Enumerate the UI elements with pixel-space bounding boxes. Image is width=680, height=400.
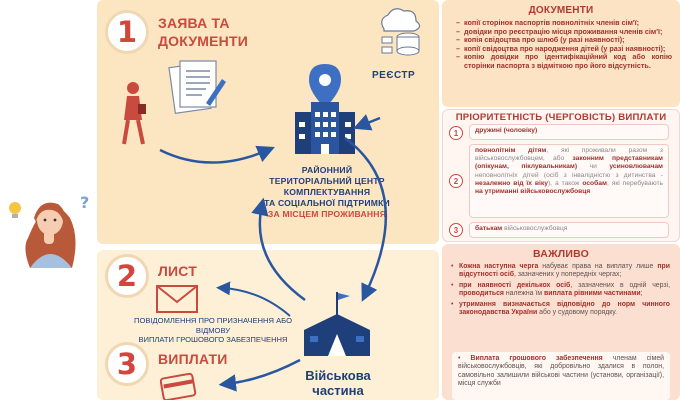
document-icon xyxy=(168,60,226,114)
priority-1-badge: 1 xyxy=(449,126,463,140)
documents-title: ДОКУМЕНТИ xyxy=(528,5,594,16)
tcc-label: РАЙОННИЙ ТЕРИТОРІАЛЬНИЙ ЦЕНТР КОМПЛЕКТУВ… xyxy=(252,165,402,220)
card-icon xyxy=(160,372,197,400)
important-title: ВАЖЛИВО xyxy=(533,248,589,260)
priority-3-box: батькам військовослужбовця xyxy=(469,222,669,238)
priority-1-box: дружині (чоловіку) xyxy=(469,124,669,140)
list-item: копія свідоцтва про шлюб (у разі наявнос… xyxy=(456,36,672,45)
priority-panel: ПРІОРИТЕТНІСТЬ (ЧЕРГОВІСТЬ) ВИПЛАТИ 1 др… xyxy=(442,109,680,242)
step-3-badge: 3 xyxy=(105,342,149,386)
important-note-box: • Виплата грошового забезпечення членам … xyxy=(452,352,670,400)
building-icon xyxy=(295,64,355,154)
database-icon xyxy=(381,8,421,56)
important-list: Кожна наступна черга набуває права на ви… xyxy=(450,263,670,317)
step-3-title: ВИПЛАТИ xyxy=(158,351,228,367)
svg-text:?: ? xyxy=(80,193,89,212)
step-1-title: ЗАЯВА ТА ДОКУМЕНТИ xyxy=(158,15,248,49)
priority-2-badge: 2 xyxy=(449,174,463,188)
documents-panel: ДОКУМЕНТИ копії сторінок паспортів повно… xyxy=(442,0,680,107)
list-item: Кожна наступна черга набуває права на ви… xyxy=(450,263,670,280)
registry-label: РЕЄСТР xyxy=(372,70,416,81)
envelope-icon xyxy=(156,285,198,313)
woman-walking-icon xyxy=(122,82,146,145)
priority-3-badge: 3 xyxy=(449,223,463,237)
tcc-place: ЗА МІСЦЕМ ПРОЖИВАННЯ xyxy=(267,209,387,219)
list-item: утримання визначається відповідно до нор… xyxy=(450,301,670,318)
list-item: довідки про реєстрацію місця проживання … xyxy=(456,27,672,37)
step-1-badge: 1 xyxy=(105,10,149,54)
list-item: при наявності декількох осіб, зазначених… xyxy=(450,282,670,299)
priority-title: ПРІОРИТЕТНІСТЬ (ЧЕРГОВІСТЬ) ВИПЛАТИ xyxy=(455,112,667,123)
list-item: копію довідки про ідентифікаційний код а… xyxy=(456,53,672,70)
priority-2-box: повнолітнім дітям, які проживали разом з… xyxy=(469,144,669,218)
thinking-woman-icon: ? xyxy=(9,193,89,268)
step-2-title: ЛИСТ xyxy=(158,263,197,279)
list-item: копії сторінок паспортів повнолітніх чле… xyxy=(456,18,672,28)
list-item: копії свідоцтва про народження дітей (у … xyxy=(456,44,672,54)
military-tent-icon xyxy=(304,292,370,356)
documents-list: копії сторінок паспортів повнолітніх чле… xyxy=(456,18,672,71)
notification-text: ПОВІДОМЛЕННЯ ПРО ПРИЗНАЧЕННЯ АБО ВІДМОВУ… xyxy=(134,316,292,345)
military-unit-label: Військова частина xyxy=(305,368,371,398)
step-2-badge: 2 xyxy=(105,254,149,298)
important-panel: ВАЖЛИВО Кожна наступна черга набуває пра… xyxy=(442,244,680,400)
